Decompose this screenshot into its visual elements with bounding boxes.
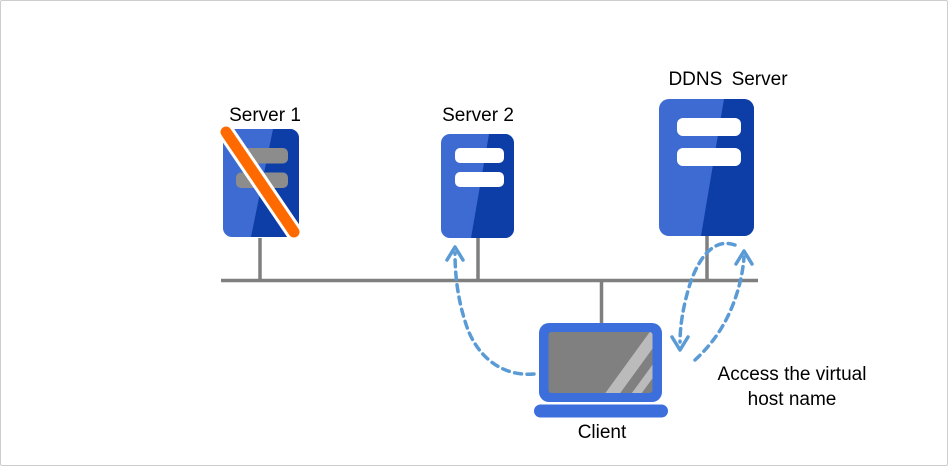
dns-response-arrow xyxy=(670,241,737,352)
server2-icon xyxy=(441,134,514,238)
disabled-slash-icon xyxy=(217,123,303,241)
ddns-server-icon xyxy=(659,99,754,236)
screen-glare xyxy=(602,332,653,393)
client-label: Client xyxy=(577,422,627,443)
dns-query-arrow xyxy=(693,249,754,362)
client-laptop-icon xyxy=(534,323,668,418)
server1-label: Server 1 xyxy=(229,105,301,126)
connector-lines xyxy=(258,235,709,324)
annotation-access-virtual-host: Access the virtual host name xyxy=(717,364,867,411)
server1-icon xyxy=(217,123,303,241)
ddns-server-label: DDNS Server xyxy=(668,69,788,90)
server2-label: Server 2 xyxy=(442,105,514,126)
access-server2-arrow xyxy=(445,245,536,376)
